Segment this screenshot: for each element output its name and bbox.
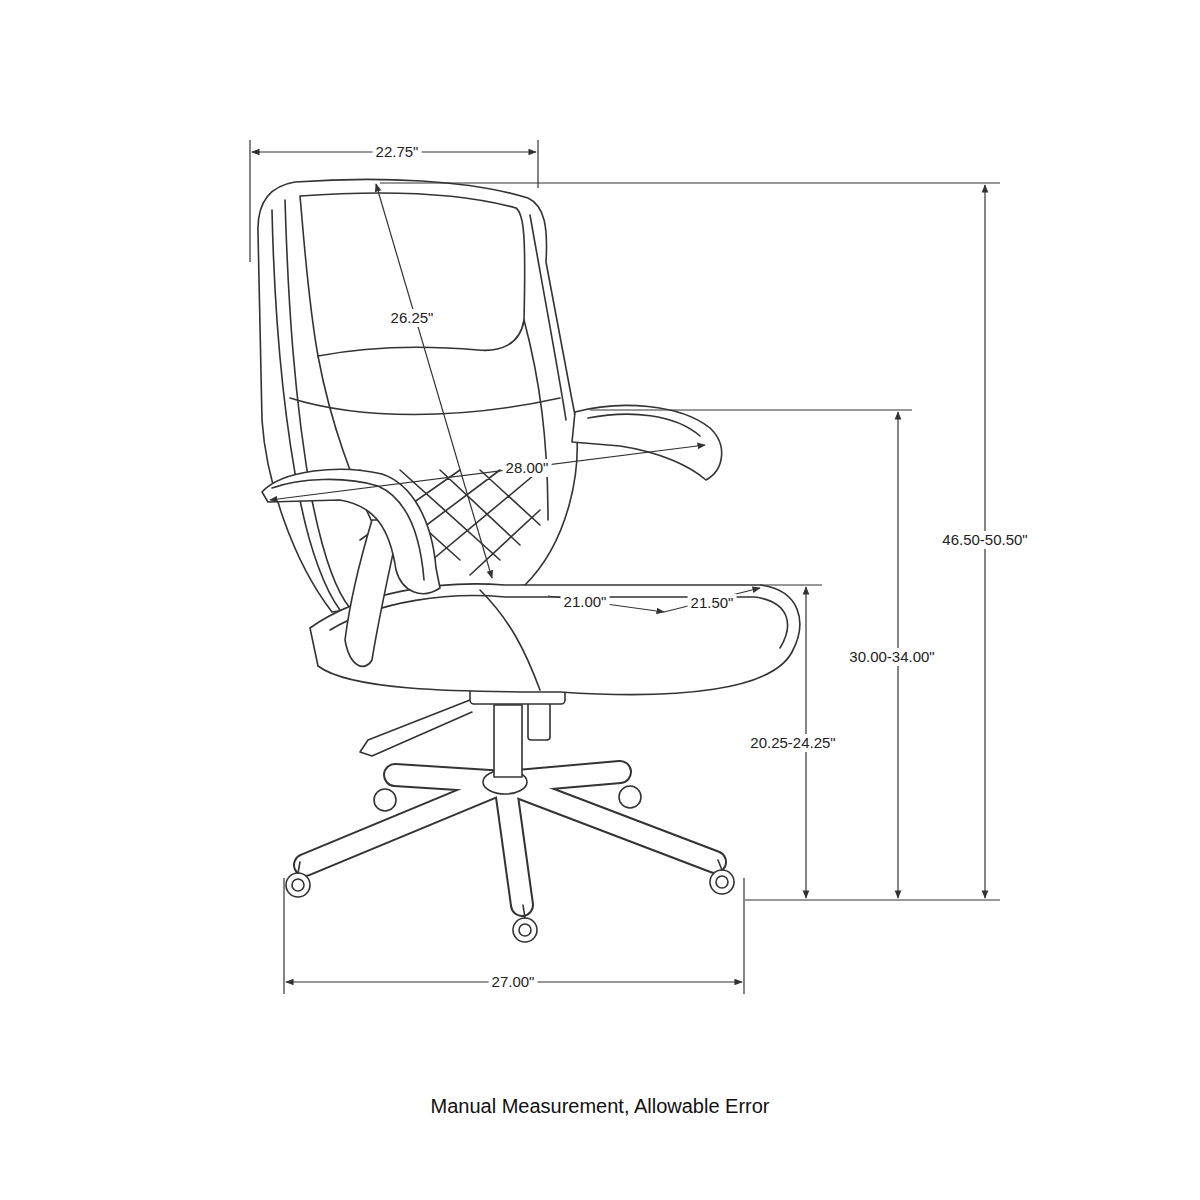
chair-backrest	[258, 179, 577, 612]
chair-armrest	[572, 405, 722, 480]
dimension-label: 30.00-34.00"	[846, 648, 937, 666]
dimension-label: 27.00"	[489, 973, 538, 991]
dimension-label: 21.50"	[688, 594, 737, 612]
chair-armrest	[262, 469, 440, 666]
dimension-lines	[250, 140, 1000, 994]
dimension-label: 21.00"	[561, 593, 610, 611]
chair-cylinder	[360, 682, 565, 777]
dimension-label: 26.25"	[388, 309, 437, 327]
caption: Manual Measurement, Allowable Error	[430, 1095, 769, 1118]
dimension-label: 20.25-24.25"	[747, 734, 838, 752]
dimension-label: 46.50-50.50"	[939, 531, 1030, 549]
chair-base	[286, 770, 734, 942]
dimension-label: 28.00"	[503, 459, 552, 477]
dimension-label: 22.75"	[373, 143, 422, 161]
